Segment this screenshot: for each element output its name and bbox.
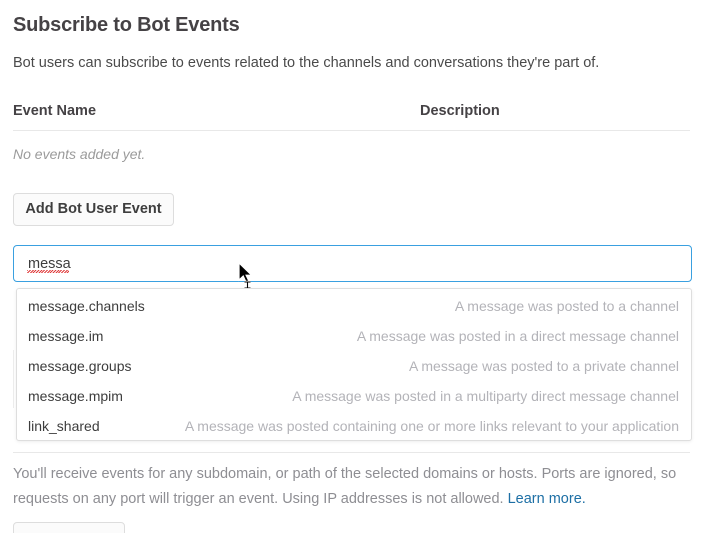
events-table-header: Event Name Description: [13, 103, 690, 125]
dropdown-option-name: message.mpim: [28, 388, 123, 404]
column-header-description: Description: [420, 103, 500, 119]
page-subtitle: Bot users can subscribe to events relate…: [13, 55, 600, 71]
bottom-partial-button[interactable]: [13, 522, 125, 533]
dropdown-option-name: message.channels: [28, 298, 145, 314]
dropdown-option-description: A message was posted containing one or m…: [184, 418, 679, 434]
dropdown-option-name: message.im: [28, 328, 104, 344]
dropdown-option-name: message.groups: [28, 358, 132, 374]
events-empty-state: No events added yet.: [13, 146, 146, 162]
dropdown-option[interactable]: message.groups A message was posted to a …: [17, 351, 691, 381]
event-search-input[interactable]: [13, 245, 692, 282]
footer-divider: [13, 452, 690, 453]
learn-more-link[interactable]: Learn more.: [507, 491, 586, 507]
dropdown-option-description: A message was posted to a private channe…: [408, 358, 679, 374]
event-suggestions-dropdown[interactable]: message.channels A message was posted to …: [16, 288, 692, 441]
dropdown-option-description: A message was posted in a direct message…: [356, 328, 679, 344]
dropdown-option[interactable]: message.channels A message was posted to …: [17, 291, 691, 321]
table-header-divider: [13, 130, 690, 131]
column-header-event-name: Event Name: [13, 103, 97, 119]
dropdown-option-name: link_shared: [28, 418, 100, 434]
footer-help-text: You'll receive events for any subdomain,…: [13, 462, 683, 512]
dropdown-option[interactable]: link_shared A message was posted containi…: [17, 411, 691, 440]
dropdown-option-description: A message was posted to a channel: [454, 298, 679, 314]
page-title: Subscribe to Bot Events: [13, 14, 240, 36]
footer-help-body: You'll receive events for any subdomain,…: [13, 466, 677, 507]
dropdown-option-description: A message was posted in a multiparty dir…: [292, 388, 679, 404]
add-bot-user-event-button[interactable]: Add Bot User Event: [13, 193, 174, 226]
dropdown-option[interactable]: message.im A message was posted in a dire…: [17, 321, 691, 351]
dropdown-option[interactable]: message.mpim A message was posted in a mu…: [17, 381, 691, 411]
background-artifact-line: [13, 350, 14, 408]
